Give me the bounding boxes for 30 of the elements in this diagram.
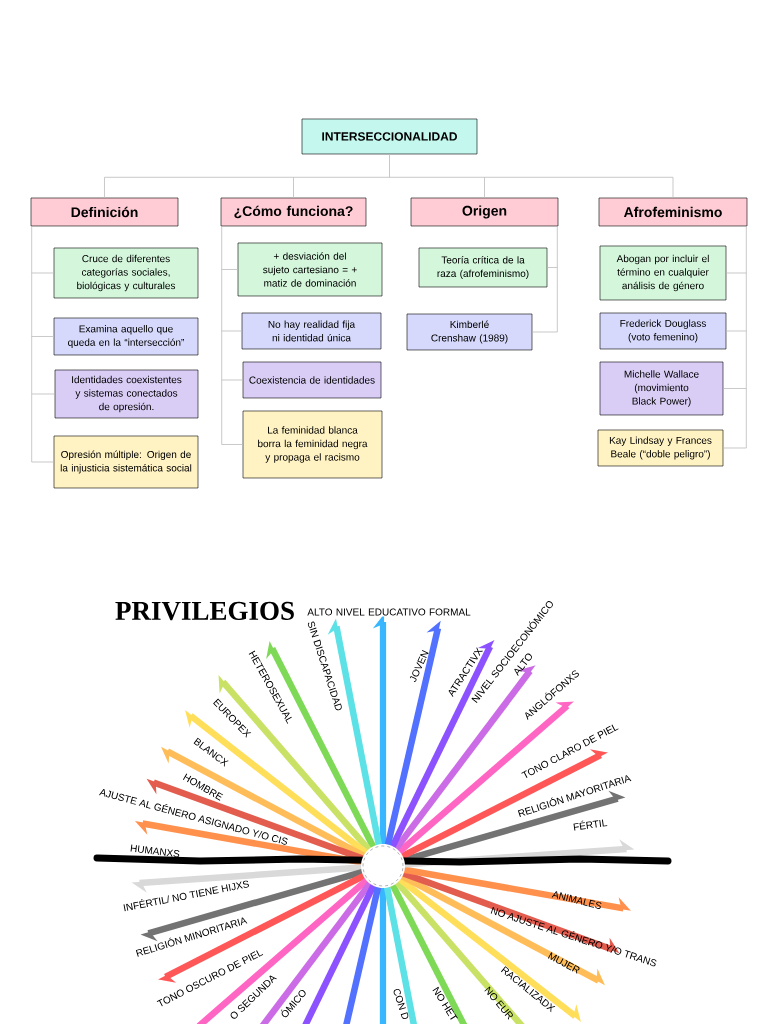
note-box: La feminidad blanca borra la feminidad negra y propaga el racismo [242, 410, 383, 479]
connector-line [104, 153, 674, 199]
wheel-label: HUMANXS [130, 844, 180, 858]
connector-line [722, 225, 747, 449]
note-box: Identidades coexistentes y sistemas conectados de opresión. [54, 369, 199, 419]
note-box: Coexistencia de identidades [242, 361, 382, 399]
note-box: Frederick Douglass (voto femenino) [599, 312, 727, 350]
category-box: ¿Cómo funciona? [220, 197, 367, 227]
category-box: Afrofeminismo [598, 197, 748, 227]
note-box: Abogan por incluir el término en cualquier análisis de género [599, 245, 727, 301]
category-box: Origen [410, 197, 559, 227]
wheel-label: INFÉRTIL/ NO TIENE HIJXS [123, 880, 249, 912]
category-box: Definición [30, 197, 179, 227]
wheel-label: FÉRTIL [573, 819, 608, 831]
title-box: INTERSECCIONALIDAD [301, 118, 478, 155]
note-box: Opresión múltiple: Origen de la injusticia sistemática social [53, 435, 199, 489]
note-box: Kimberlé Crenshaw (1989) [406, 313, 533, 351]
note-box: Cruce de diferentes categorías sociales, biológicas y culturales [53, 247, 199, 299]
note-box: Examina aquello que queda en la “intersección” [53, 317, 199, 356]
wheel-label: CON D [393, 988, 409, 1020]
wheel-label: ALTO NIVEL EDUCATIVO FORMAL [303, 607, 475, 617]
connector-line [221, 225, 244, 445]
note-box: + desviación del sujeto cartesiano = + matiz de dominación [237, 242, 383, 297]
note-box: No hay realidad fija ni identidad única [241, 312, 382, 350]
note-box: Teoría crítica de la raza (afrofeminismo) [418, 247, 548, 288]
note-box: Kay Lindsay y Frances Beale (“doble peligro”) [597, 429, 724, 467]
connector-line [531, 225, 558, 333]
note-box: Michelle Wallace (movimiento Black Power) [599, 361, 724, 416]
heading: PRIVILEGIOS [115, 601, 294, 621]
connector-line [31, 225, 56, 463]
